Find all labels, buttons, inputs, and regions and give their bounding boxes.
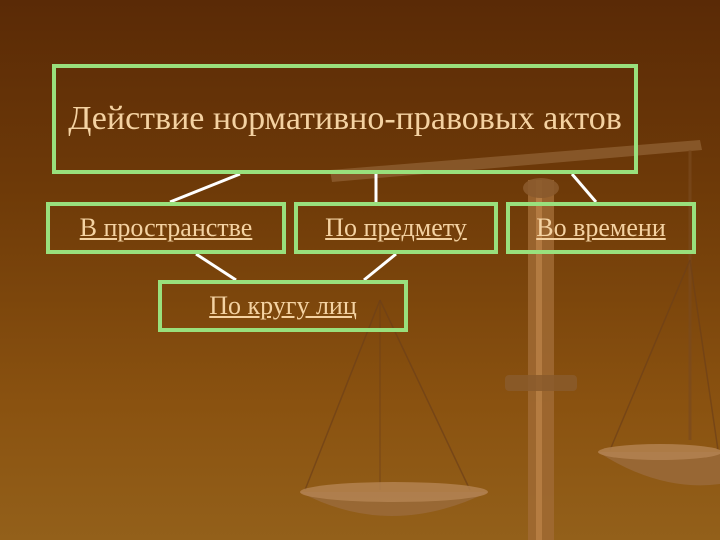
diagram-title-box: Действие нормативно-правовых актов [52, 64, 638, 174]
connector-subject-to-persons [363, 252, 397, 282]
connector-title-to-time [570, 173, 598, 203]
node-space[interactable]: В пространстве [46, 202, 286, 254]
node-subject-label[interactable]: По предмету [325, 213, 467, 242]
connector-title-to-space [169, 172, 241, 204]
node-space-label[interactable]: В пространстве [79, 213, 253, 242]
node-time[interactable]: Во времени [506, 202, 696, 254]
node-subject[interactable]: По предмету [294, 202, 498, 254]
node-time-label[interactable]: Во времени [536, 213, 666, 242]
connector-space-to-persons [195, 252, 237, 282]
node-persons-label[interactable]: По кругу лиц [209, 291, 357, 320]
right-scale-pan [598, 452, 720, 486]
diagram-title: Действие нормативно-правовых актов [68, 99, 622, 137]
node-persons[interactable]: По кругу лиц [158, 280, 408, 332]
